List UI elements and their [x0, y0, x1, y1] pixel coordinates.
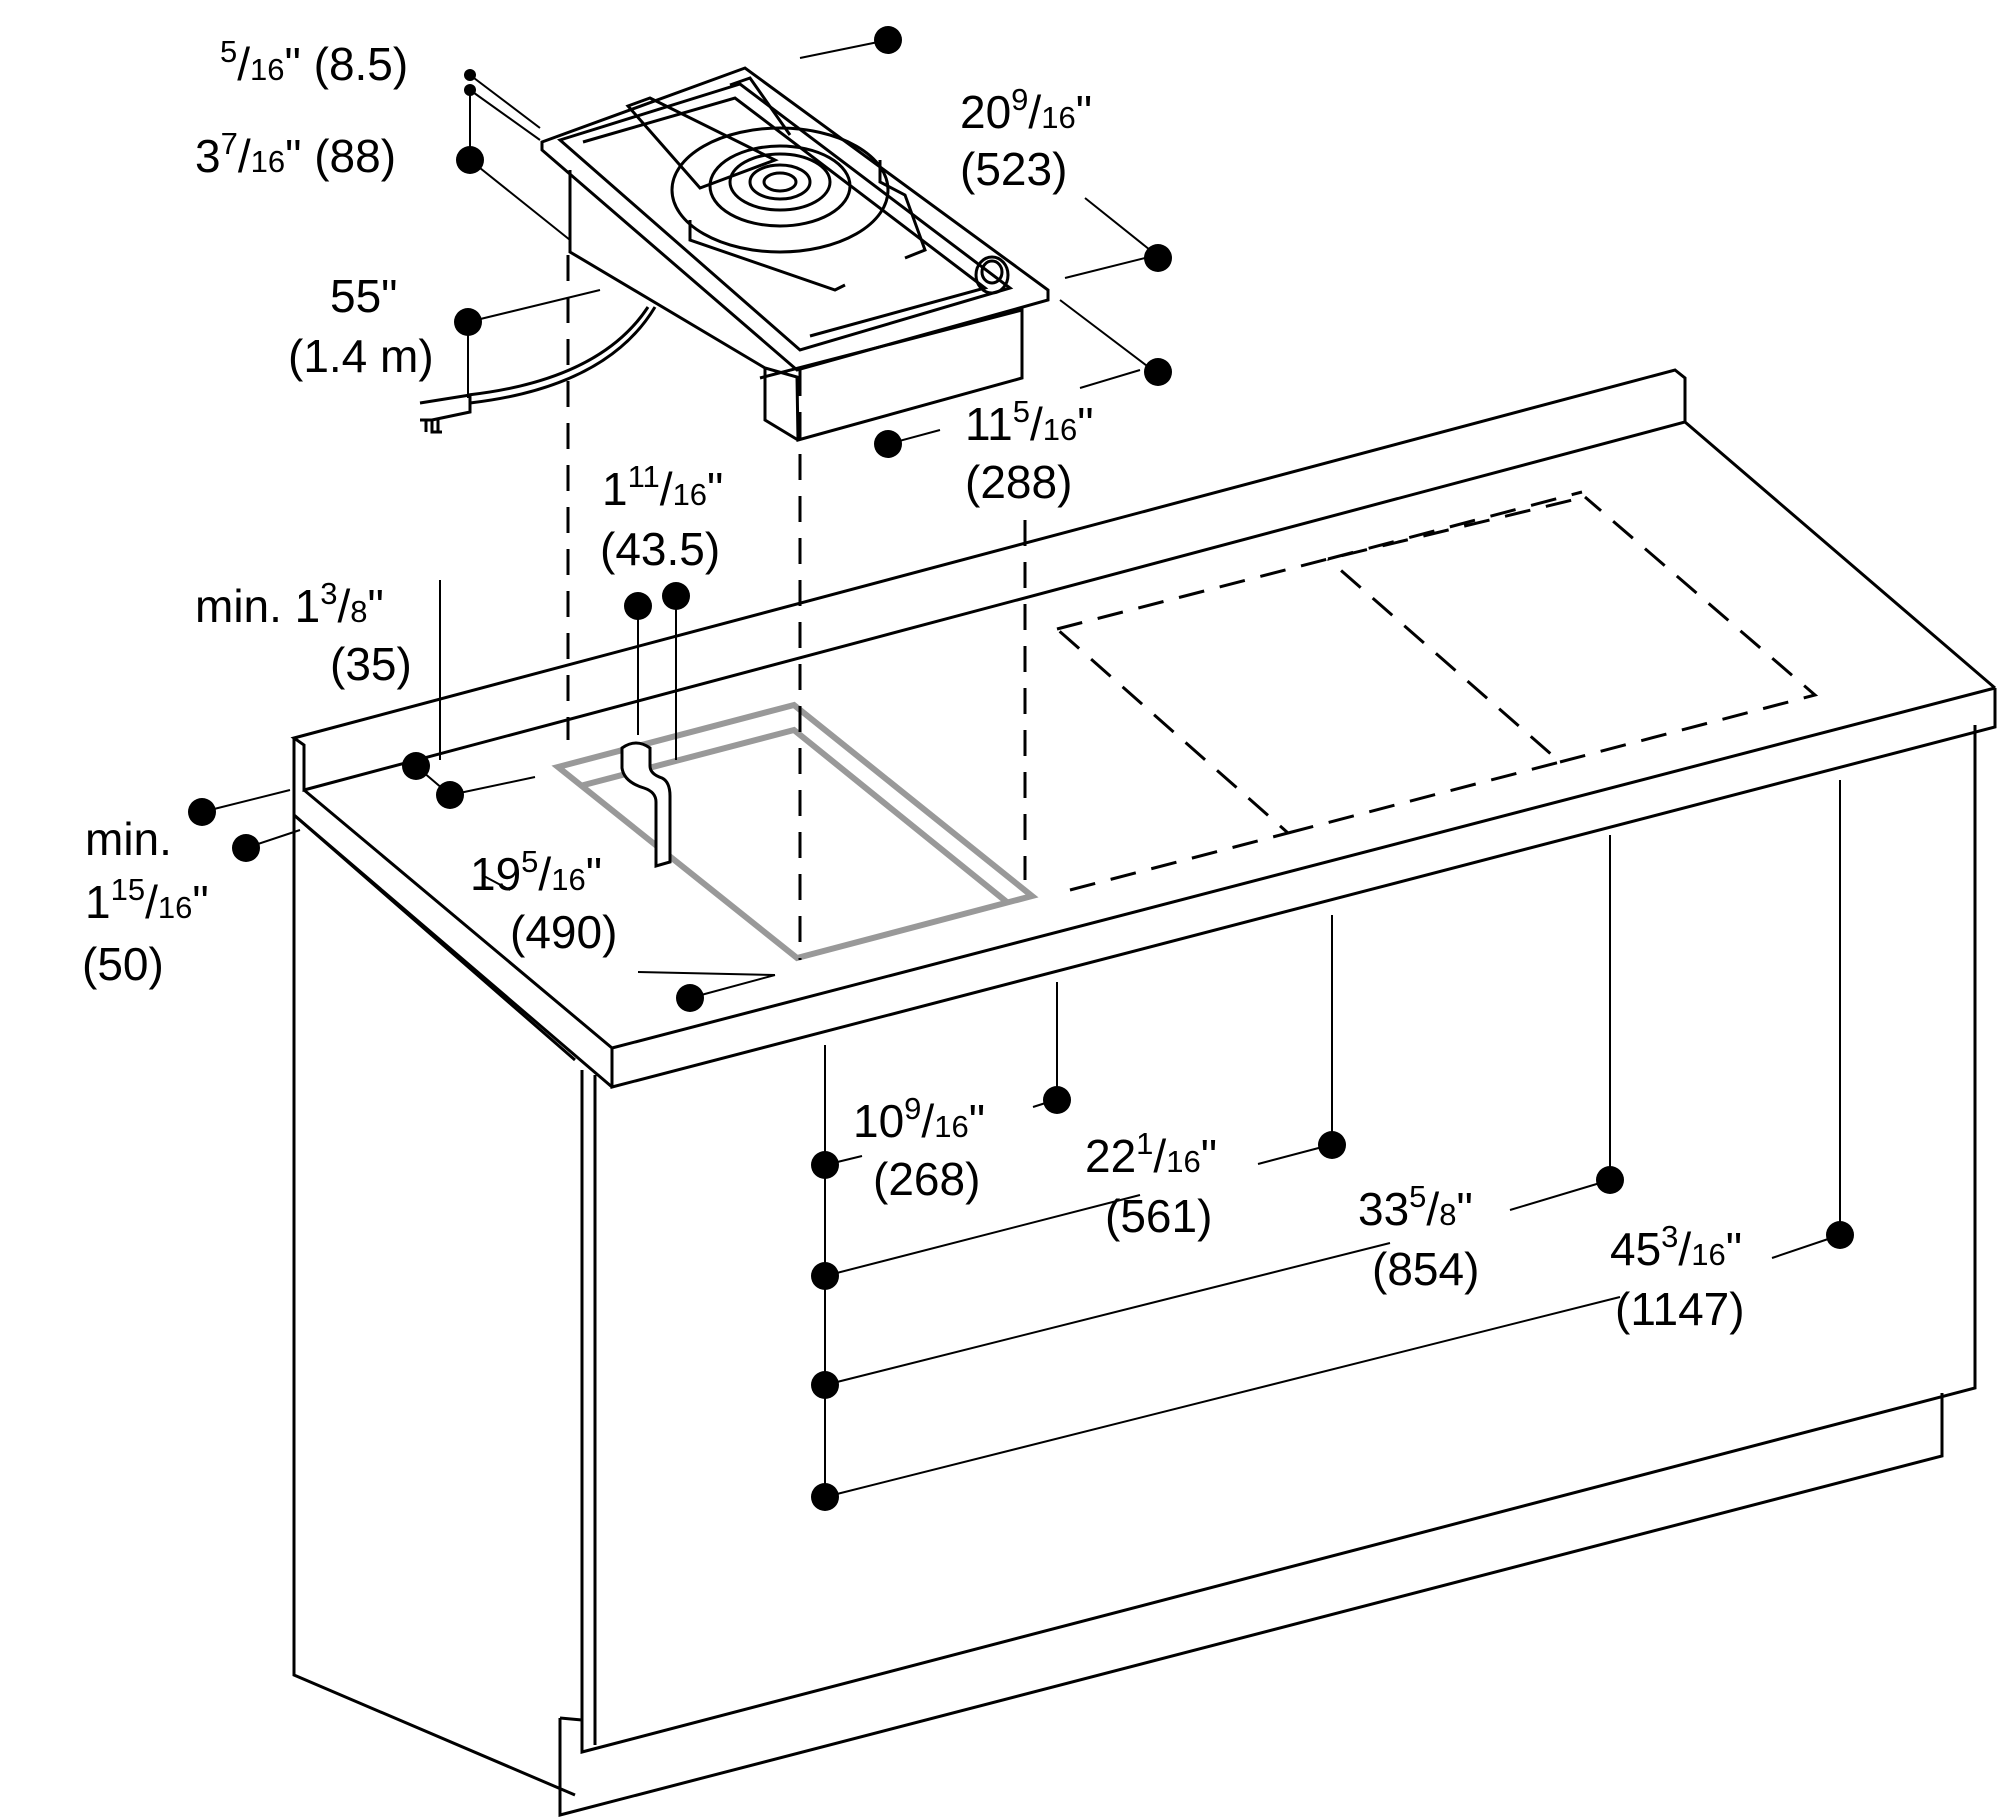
label-cutout-1-mm: (268) [873, 1153, 980, 1205]
label-min-front-prefix: min. [85, 813, 172, 865]
label-top-thickness: 5/16" (8.5) [220, 34, 408, 90]
countertop [290, 368, 1997, 1089]
label-gas-offset: 111/16" [602, 459, 723, 515]
cutout-outline [551, 701, 1039, 962]
cabinet-left-side [292, 813, 576, 1797]
label-gas-offset-mm: (43.5) [600, 523, 720, 575]
label-width-mm: (288) [965, 456, 1072, 508]
control-knob-icon [974, 255, 1010, 295]
projection-lines [566, 255, 1027, 960]
label-depth-mm: (523) [960, 143, 1067, 195]
label-height: 37/16" (88) [195, 126, 396, 182]
countertop-surface [303, 420, 1996, 1050]
cooktop-body [568, 170, 1024, 442]
label-min-front: 115/16" [85, 872, 209, 928]
cooktop-grate [625, 76, 927, 292]
cooktop [419, 66, 1050, 442]
cabinet-front [580, 725, 1977, 1754]
label-cord-length-metric: (1.4 m) [288, 330, 434, 382]
label-cutout-2-mm: (561) [1105, 1190, 1212, 1242]
dimension-lines [188, 26, 1854, 1511]
label-cutout-depth: 195/16" [470, 844, 602, 900]
label-min-front-mm: (50) [82, 938, 164, 990]
label-width: 115/16" [965, 394, 1094, 450]
label-cutout-2: 221/16" [1085, 1126, 1217, 1182]
label-cutout-4: 453/16" [1610, 1219, 1742, 1275]
label-depth: 209/16" [960, 82, 1092, 138]
label-min-back-mm: (35) [330, 638, 412, 690]
dimension-labels: 5/16" (8.5) 37/16" (88) 209/16" (523) 55… [82, 34, 1745, 1335]
label-cutout-3-mm: (854) [1372, 1243, 1479, 1295]
power-cord [467, 306, 657, 405]
label-cord-length: 55" [330, 270, 398, 322]
cooktop-top-plate [540, 66, 1050, 372]
cutout [551, 490, 1819, 962]
countertop-front-edge [610, 688, 1997, 1089]
label-cutout-4-mm: (1147) [1615, 1283, 1745, 1335]
label-cutout-3: 335/8" [1358, 1179, 1473, 1235]
cabinet-plinth [558, 1393, 1944, 1817]
label-min-back: min. 13/8" [195, 576, 384, 632]
power-plug-icon [419, 393, 472, 434]
label-cutout-1: 109/16" [853, 1091, 985, 1147]
label-cutout-depth-mm: (490) [510, 906, 617, 958]
cutout-positions [1056, 490, 1819, 892]
gas-pipe-icon [620, 741, 672, 868]
gas-burner-icon [670, 126, 890, 254]
